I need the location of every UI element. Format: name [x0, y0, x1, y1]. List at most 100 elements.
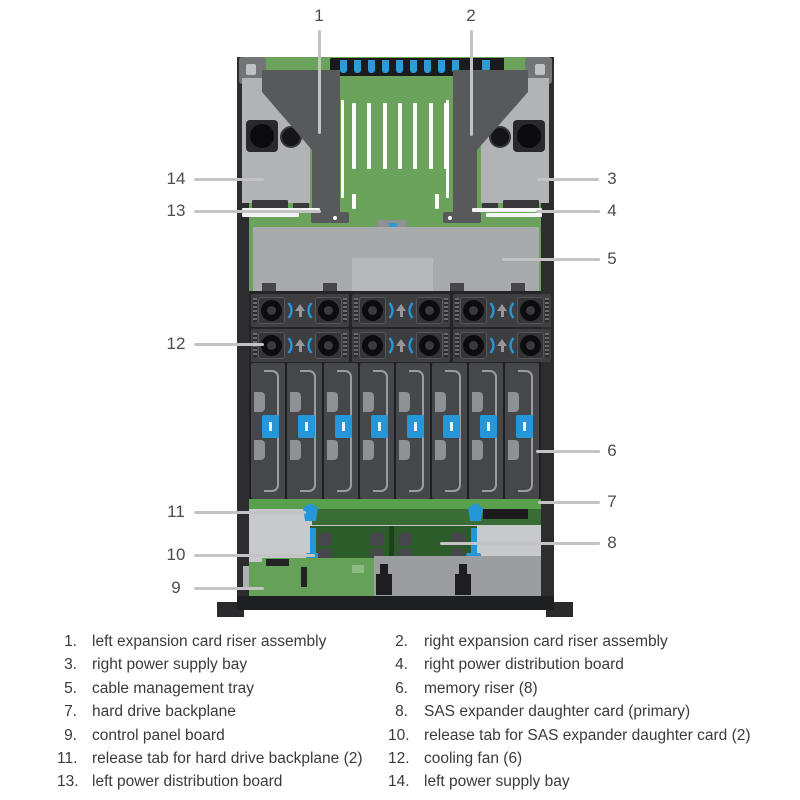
callout-line-13 [194, 210, 321, 213]
legend-label: left power supply bay [424, 773, 570, 791]
fan-rotor-hub [267, 341, 276, 350]
fan-grille [545, 333, 549, 357]
fan-grille [343, 333, 347, 357]
legend-number: 9. [64, 726, 77, 744]
chevron-right-icon [388, 337, 394, 354]
cooling-fan-module [251, 294, 349, 327]
airflow-indicator [489, 297, 515, 324]
fan-grille [455, 333, 459, 357]
cooling-fan-module [453, 294, 551, 327]
chevron-left-icon [408, 337, 414, 354]
legend-number: 1. [64, 633, 77, 650]
base-post [459, 564, 467, 575]
memory-riser-module [468, 363, 503, 499]
callout-line-6 [536, 450, 600, 453]
top-connector [396, 60, 403, 73]
fan-rotor [315, 297, 342, 324]
callout-number-12: 12 [166, 334, 186, 353]
callout-number-7: 7 [607, 492, 617, 511]
legend-number: 2. [395, 633, 408, 650]
callout-number-8: 8 [607, 533, 617, 552]
legend-label: cooling fan (6) [424, 750, 523, 768]
base-post [455, 574, 471, 595]
control-panel-connector [301, 567, 307, 587]
fan-rotor-hub [368, 306, 377, 315]
airflow-indicator [388, 332, 414, 359]
legend-row: 9. control panel board 10. release tab f… [57, 724, 767, 747]
cooling-fan-module [352, 329, 450, 362]
chevron-left-icon [509, 337, 515, 354]
fan-rotor [416, 332, 443, 359]
tray-tab [511, 283, 525, 292]
airflow-indicator [489, 332, 515, 359]
arrow-up-icon [497, 338, 507, 353]
tray-tab [450, 283, 464, 292]
cooling-fan-module [352, 294, 450, 327]
callout-number-11: 11 [167, 502, 185, 521]
connector-block [482, 203, 498, 209]
chevron-right-icon [489, 337, 495, 354]
control-panel-component [352, 565, 364, 573]
memory-riser-latch [262, 415, 279, 438]
callout-number-14: 14 [166, 169, 186, 188]
fan-grille [455, 298, 459, 322]
riser-tab [362, 392, 374, 412]
base-post [380, 564, 388, 575]
legend-number: 4. [395, 656, 408, 674]
callout-number-9: 9 [171, 578, 181, 597]
riser-screw [448, 216, 452, 220]
chevron-right-icon [489, 302, 495, 319]
airflow-indicator [287, 297, 313, 324]
memory-riser-latch [515, 415, 533, 438]
riser-foot [311, 212, 349, 223]
legend-label: left expansion card riser assembly [92, 633, 327, 650]
top-connector [410, 60, 417, 73]
sas-chip [398, 533, 412, 546]
fan-rotor [416, 297, 443, 324]
callout-line-5 [502, 258, 600, 261]
fan-rotor-hub [368, 341, 377, 350]
fan-row [251, 329, 551, 362]
legend-row: 1. left expansion card riser assembly 2.… [57, 630, 767, 653]
riser-tab [399, 392, 410, 412]
riser-foot [443, 212, 481, 223]
center-connector-latch [389, 223, 397, 229]
airflow-indicator [287, 332, 313, 359]
fan-grille [354, 333, 358, 357]
pci-slot [382, 103, 387, 169]
fan-rotor [460, 297, 487, 324]
connector-block [252, 200, 288, 209]
legend-label: right power distribution board [424, 656, 624, 674]
pci-slot [367, 103, 372, 169]
fan-rotor-hub [526, 306, 535, 315]
control-panel-board [262, 558, 374, 564]
callout-number-6: 6 [607, 441, 617, 460]
legend-number: 6. [395, 679, 408, 697]
riser-screw [333, 216, 337, 220]
chevron-right-icon [287, 302, 293, 319]
fan-rotor [359, 297, 386, 324]
expansion-slot [341, 100, 344, 198]
backplane-release-tab [303, 503, 318, 521]
legend-number: 11. [57, 750, 78, 768]
connector-block [293, 203, 309, 209]
fan-grille [343, 298, 347, 322]
riser-tab [362, 440, 374, 460]
base-post [376, 574, 392, 595]
right-power-distribution-board [472, 208, 542, 212]
callout-number-10: 10 [166, 545, 186, 564]
fan-grille [354, 298, 358, 322]
fan-rotor-hub [267, 306, 276, 315]
top-connector [340, 60, 347, 73]
legend-label: right expansion card riser assembly [424, 633, 668, 650]
sas-chip [318, 533, 332, 546]
legend-number: 12. [388, 750, 410, 768]
hard-drive-backplane [249, 499, 541, 509]
legend-label: memory riser (8) [424, 679, 538, 697]
psu-fan [250, 124, 274, 148]
memory-riser-latch [298, 415, 316, 438]
top-connector [368, 60, 375, 73]
legend-row: 13. left power distribution board 14. le… [57, 770, 767, 793]
legend-label: right power supply bay [92, 656, 248, 674]
